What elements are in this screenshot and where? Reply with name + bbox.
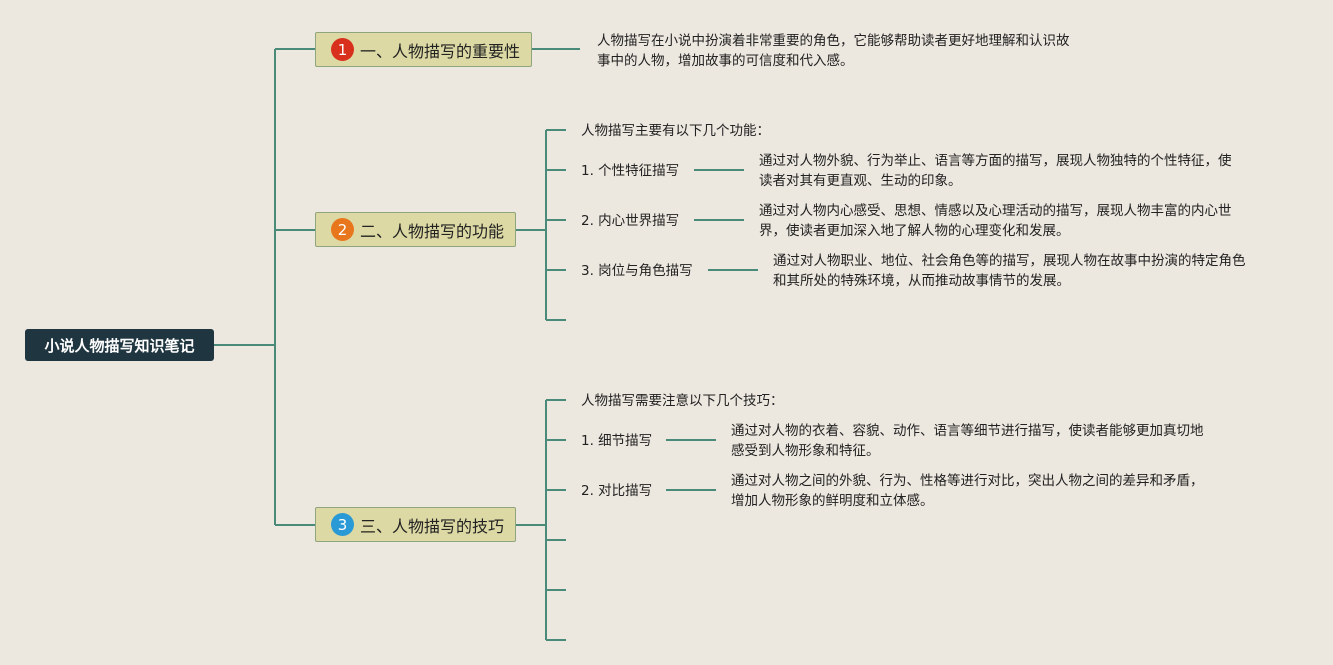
note-line-2: 感受到人物形象和特征。	[731, 443, 880, 459]
functions-intro[interactable]: 人物描写主要有以下几个功能：	[581, 123, 770, 139]
subtopic-note[interactable]: 通过对人物的衣着、容貌、动作、语言等细节进行描写，使读者能够更加真切地 感受到人…	[731, 421, 1204, 461]
note-line-2: 界，使读者更加深入地了解人物的心理变化和发展。	[759, 223, 1070, 239]
note-line-2: 读者对其有更直观、生动的印象。	[759, 173, 962, 189]
number-1-icon: 1	[331, 38, 354, 61]
note-line-1: 通过对人物内心感受、思想、情感以及心理活动的描写，展现人物丰富的内心世	[759, 203, 1232, 219]
note-line-1: 通过对人物外貌、行为举止、语言等方面的描写，展现人物独特的个性特征，使	[759, 153, 1232, 169]
subtopic-note[interactable]: 通过对人物内心感受、思想、情感以及心理活动的描写，展现人物丰富的内心世 界，使读…	[759, 201, 1232, 241]
number-2-icon: 2	[331, 218, 354, 241]
note-line-1: 通过对人物职业、地位、社会角色等的描写，展现人物在故事中扮演的特定角色	[773, 253, 1246, 269]
note-line-2: 事中的人物，增加故事的可信度和代入感。	[597, 53, 854, 69]
subtopic-note[interactable]: 通过对人物外貌、行为举止、语言等方面的描写，展现人物独特的个性特征，使 读者对其…	[759, 151, 1232, 191]
topic-functions[interactable]: 2 二、人物描写的功能	[315, 212, 516, 247]
note-line-1: 通过对人物的衣着、容貌、动作、语言等细节进行描写，使读者能够更加真切地	[731, 423, 1204, 439]
topic-note[interactable]: 人物描写在小说中扮演着非常重要的角色，它能够帮助读者更好地理解和认识故 事中的人…	[597, 31, 1070, 71]
topic-techniques[interactable]: 3 三、人物描写的技巧	[315, 507, 516, 542]
topic-importance[interactable]: 1 一、人物描写的重要性	[315, 32, 532, 67]
subtopic-detail[interactable]: 1. 细节描写	[581, 433, 653, 449]
note-line-2: 增加人物形象的鲜明度和立体感。	[731, 493, 934, 509]
subtopic-note[interactable]: 通过对人物之间的外貌、行为、性格等进行对比，突出人物之间的差异和矛盾， 增加人物…	[731, 471, 1204, 511]
techniques-intro[interactable]: 人物描写需要注意以下几个技巧：	[581, 393, 784, 409]
note-line-1: 人物描写在小说中扮演着非常重要的角色，它能够帮助读者更好地理解和认识故	[597, 33, 1070, 49]
topic-label: 一、人物描写的重要性	[360, 41, 521, 61]
subtopic-note[interactable]: 通过对人物职业、地位、社会角色等的描写，展现人物在故事中扮演的特定角色 和其所处…	[773, 251, 1246, 291]
root-title: 小说人物描写知识笔记	[44, 336, 195, 355]
note-line-1: 通过对人物之间的外貌、行为、性格等进行对比，突出人物之间的差异和矛盾，	[731, 473, 1204, 489]
number-3-icon: 3	[331, 513, 354, 536]
subtopic-personality[interactable]: 1. 个性特征描写	[581, 163, 680, 179]
topic-label: 三、人物描写的技巧	[360, 516, 505, 536]
topic-label: 二、人物描写的功能	[360, 221, 505, 241]
subtopic-inner-world[interactable]: 2. 内心世界描写	[581, 213, 680, 229]
root-topic[interactable]: 小说人物描写知识笔记	[25, 329, 214, 361]
subtopic-role[interactable]: 3. 岗位与角色描写	[581, 263, 693, 279]
subtopic-contrast[interactable]: 2. 对比描写	[581, 483, 653, 499]
note-line-2: 和其所处的特殊环境，从而推动故事情节的发展。	[773, 273, 1070, 289]
